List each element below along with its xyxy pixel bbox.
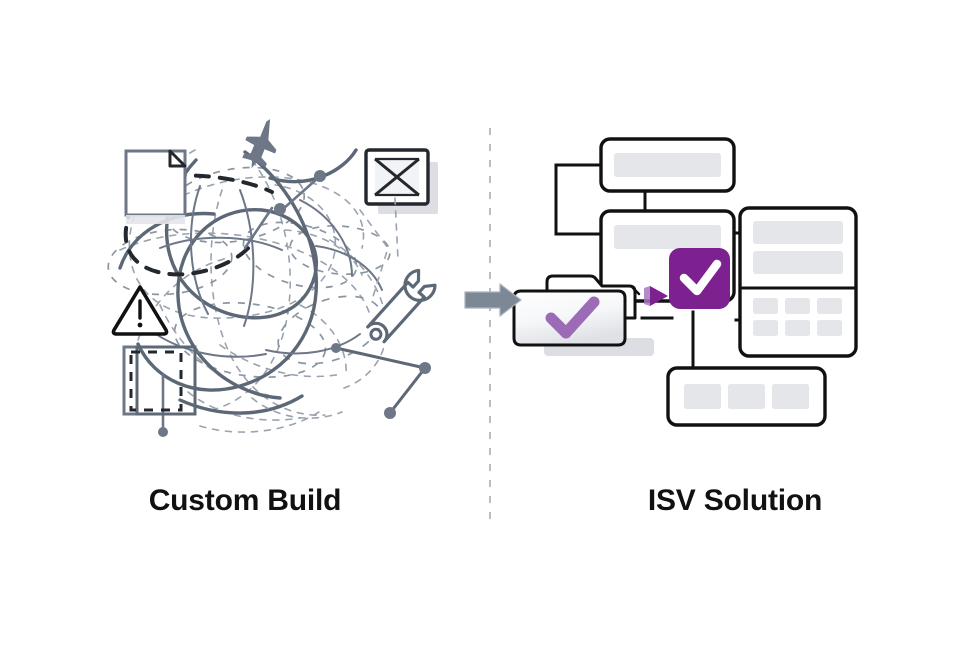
arc-4 [299,199,353,277]
arc-5 [315,245,383,291]
folder-icon [512,274,654,356]
swoop-main-5 [178,394,304,415]
stem-1 [281,176,320,211]
broken-image-cross [374,157,420,197]
custom-build-caption: Custom Build [148,484,342,517]
isv-solution-caption: ISV Solution [647,484,823,517]
airplane-icon [242,119,277,169]
tile [817,298,842,314]
play-triangle-icon [644,286,668,306]
node-dot-3 [331,343,341,353]
tangle-dash-8 [159,304,269,396]
node-dot-5 [274,203,286,215]
arc-3 [159,236,283,251]
arc-1 [189,185,209,315]
document-fold [168,149,187,168]
stem-2 [243,206,274,250]
frag-dash-3 [199,409,323,433]
arc-2 [239,189,255,327]
tangle-dash-12 [299,304,347,376]
node-dot-1 [419,362,431,374]
document-shadow [126,215,185,224]
folder-edge-tick [631,286,641,296]
bracket-frame-icon [122,345,197,416]
tangle-dash-7 [219,344,343,378]
bracket-dashed [129,350,183,412]
tangle-dash-2 [119,232,371,316]
check-badge-mark [679,259,722,296]
tangle-dash-6 [284,229,363,276]
tile [684,384,721,409]
polyline-path [334,346,428,415]
warning-triangle-icon [111,285,169,336]
tile [817,320,842,336]
card-top-bar [614,153,721,177]
frag-dash-1 [359,209,389,301]
heavy-dash-loop [123,203,252,277]
custom-build-artwork [107,119,438,437]
broken-image-icon [364,148,438,214]
arc-7 [265,333,361,355]
card-top [599,137,736,193]
tangle-dash-10 [187,391,301,421]
node-polyline [334,346,428,415]
airplane-body [242,119,277,169]
node-dot-2 [384,407,396,419]
check-badge [669,248,730,309]
orbit-dash-4 [289,224,391,276]
wrench-icon [366,268,437,344]
tile [728,384,765,409]
node-dot-6 [158,427,168,437]
tangle-dash-4 [210,189,326,416]
tile [772,384,809,409]
card-right-bar-1 [753,221,843,244]
frag-dash-4 [251,397,343,419]
node-dot-4 [314,170,326,182]
tile [753,298,778,314]
card-middle-bar [614,225,721,249]
tile [785,298,810,314]
card-right-bar-2 [753,251,843,274]
bracket-left [122,345,137,416]
tile [785,320,810,336]
card-bottom [666,366,827,427]
document-icon [124,149,187,224]
card-right [738,206,858,358]
frag-dash-2 [394,197,399,261]
tile [753,320,778,336]
isv-solution-artwork [512,137,858,427]
folder-check [545,296,600,339]
isv-solution-panel: ISV Solution [490,0,980,653]
swoop-main-3 [118,211,216,270]
custom-build-panel: Custom Build [107,119,438,517]
card-bottom-tile-row [684,384,809,409]
arc-6 [149,329,267,358]
connector-left-bracket [554,163,604,236]
wrench-body [366,268,437,344]
bracket-rect [135,345,197,416]
card-right-tile-grid [753,298,842,336]
swoop-main-4 [268,148,358,184]
